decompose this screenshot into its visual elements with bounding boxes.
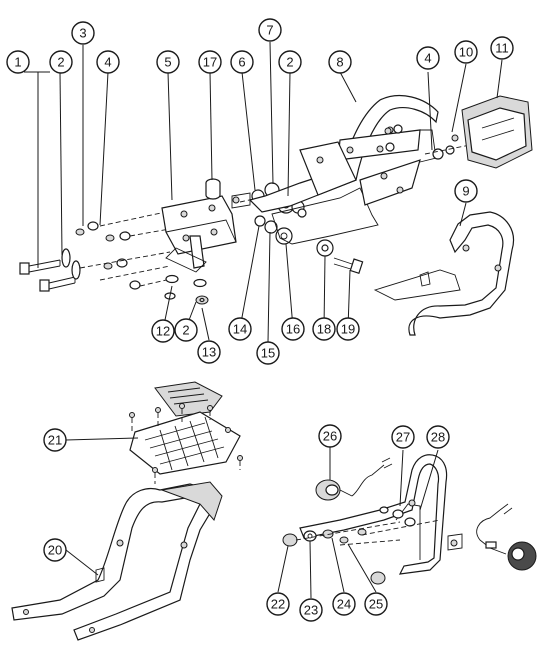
callout-18: 18 <box>312 317 336 341</box>
callout-22: 22 <box>266 592 290 616</box>
callout-3-label: 3 <box>79 26 86 41</box>
callout-3: 3 <box>71 21 95 45</box>
callout-4a: 4 <box>96 50 120 74</box>
small-hardware-top-right <box>376 124 471 160</box>
callout-9-label: 9 <box>462 184 469 199</box>
callout-18-label: 18 <box>317 322 331 337</box>
luggage-rack-21 <box>129 381 243 484</box>
callout-9: 9 <box>454 179 478 203</box>
leader-lines <box>24 41 503 599</box>
callout-15: 15 <box>256 341 280 365</box>
callout-2a-label: 2 <box>57 55 64 70</box>
callout-28-label: 28 <box>431 430 445 445</box>
callout-8-label: 8 <box>336 55 343 70</box>
callout-12-label: 12 <box>156 324 170 339</box>
callout-25: 25 <box>364 592 388 616</box>
callout-28: 28 <box>426 425 450 449</box>
callout-4b-label: 4 <box>424 51 431 66</box>
callout-26-label: 26 <box>323 429 337 444</box>
callout-27-label: 27 <box>396 430 410 445</box>
callout-12: 12 <box>151 319 175 343</box>
callout-17: 17 <box>198 50 222 74</box>
callout-2c-label: 2 <box>182 323 189 338</box>
callout-5: 5 <box>156 50 180 74</box>
callout-6: 6 <box>230 50 254 74</box>
rear-frame-20 <box>11 481 223 641</box>
small-nuts-3-4 <box>75 221 141 290</box>
callout-25-label: 25 <box>369 597 383 612</box>
callout-26: 26 <box>318 424 342 448</box>
callout-1-label: 1 <box>14 55 21 70</box>
callout-20: 20 <box>43 538 67 562</box>
callout-5-label: 5 <box>164 55 171 70</box>
spacer-17 <box>205 178 221 200</box>
tail-lamp-11 <box>461 95 533 169</box>
callout-1: 1 <box>6 50 30 74</box>
callout-2b-label: 2 <box>286 55 293 70</box>
callout-23: 23 <box>299 598 323 622</box>
callout-24-label: 24 <box>337 597 351 612</box>
callout-4b: 4 <box>416 46 440 70</box>
callout-7: 7 <box>258 18 282 42</box>
callout-4a-label: 4 <box>104 55 111 70</box>
lamp-right <box>476 503 537 571</box>
callout-2c: 2 <box>174 318 198 342</box>
crash-bar-8 <box>231 94 439 245</box>
lamp-26 <box>315 457 393 501</box>
callout-2b: 2 <box>278 50 302 74</box>
crash-bar-27 <box>299 454 463 575</box>
callout-10: 10 <box>454 40 478 64</box>
callout-10-label: 10 <box>459 45 473 60</box>
callout-14: 14 <box>228 317 252 341</box>
callout-19: 19 <box>336 317 360 341</box>
washer-18 <box>316 239 334 257</box>
callout-21-label: 21 <box>48 433 62 448</box>
callout-17-label: 17 <box>203 55 217 70</box>
callout-6-label: 6 <box>238 55 245 70</box>
dashed-assembly-lines-left <box>79 209 176 287</box>
callout-20-label: 20 <box>48 543 62 558</box>
callout-14-label: 14 <box>233 322 247 337</box>
callout-7-label: 7 <box>266 23 273 38</box>
callout-13-label: 13 <box>202 345 216 360</box>
callout-11: 11 <box>490 36 514 60</box>
callout-27: 27 <box>391 425 415 449</box>
callout-13: 13 <box>197 340 221 364</box>
mounting-bracket-5 <box>161 195 237 273</box>
callout-2a: 2 <box>49 50 73 74</box>
callout-15-label: 15 <box>261 346 275 361</box>
spacer-stack-14-16 <box>254 208 307 245</box>
bolt-19 <box>333 257 364 275</box>
callout-16: 16 <box>281 317 305 341</box>
callout-21: 21 <box>43 428 67 452</box>
callout-19-label: 19 <box>341 322 355 337</box>
callout-16-label: 16 <box>286 322 300 337</box>
callout-11-label: 11 <box>495 41 509 56</box>
rear-bar-9 <box>373 211 514 336</box>
washer-2-left <box>61 248 81 280</box>
callout-22-label: 22 <box>271 597 285 612</box>
callout-24: 24 <box>332 592 356 616</box>
hardware-22-25 <box>282 506 441 585</box>
callout-23-label: 23 <box>304 603 318 618</box>
callout-8: 8 <box>328 50 352 74</box>
